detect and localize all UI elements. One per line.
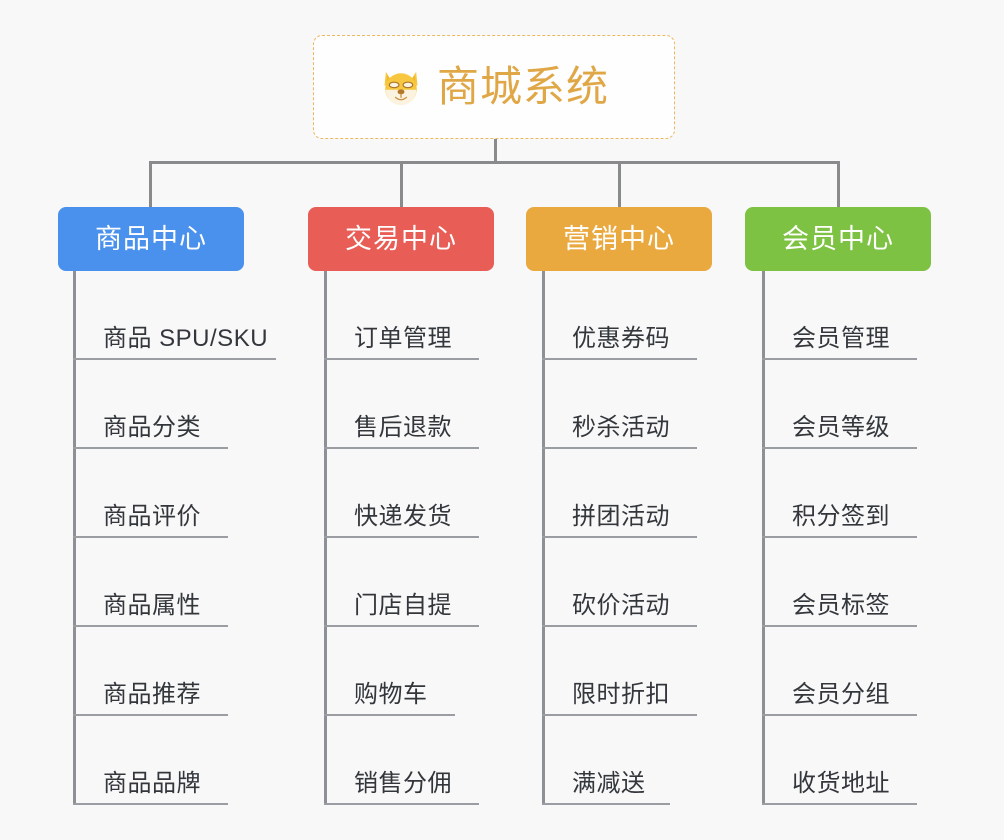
leaf-label: 会员分组 — [792, 681, 890, 709]
leaf-item[interactable]: 会员管理 — [762, 271, 917, 360]
leaf-label: 会员标签 — [792, 592, 890, 620]
leaf-label: 商品品牌 — [103, 770, 201, 798]
category-header-marketing-center[interactable]: 营销中心 — [526, 207, 712, 271]
category-label: 交易中心 — [345, 223, 457, 254]
leaf-label: 拼团活动 — [572, 503, 670, 531]
leaf-spine — [762, 271, 765, 805]
leaf-label: 收货地址 — [792, 770, 890, 798]
leaf-label: 砍价活动 — [572, 592, 670, 620]
leaf-item[interactable]: 拼团活动 — [542, 449, 697, 538]
leaf-label: 限时折扣 — [572, 681, 670, 709]
leaf-item[interactable]: 商品属性 — [73, 538, 228, 627]
leaf-item[interactable]: 订单管理 — [324, 271, 479, 360]
leaf-label: 快递发货 — [354, 503, 452, 531]
leaf-item[interactable]: 销售分佣 — [324, 716, 479, 805]
leaf-item[interactable]: 秒杀活动 — [542, 360, 697, 449]
dog-face-icon — [384, 71, 418, 106]
leaf-label: 会员管理 — [792, 325, 890, 353]
category-header-member-center[interactable]: 会员中心 — [745, 207, 931, 271]
leaf-item[interactable]: 购物车 — [324, 627, 455, 716]
leaf-item[interactable]: 收货地址 — [762, 716, 917, 805]
leaf-spine — [324, 271, 327, 805]
leaf-item[interactable]: 商品 SPU/SKU — [73, 271, 276, 360]
leaf-label: 商品推荐 — [103, 681, 201, 709]
leaf-label: 会员等级 — [792, 414, 890, 442]
leaf-item[interactable]: 会员分组 — [762, 627, 917, 716]
leaf-spine — [542, 271, 545, 805]
leaf-label: 售后退款 — [354, 414, 452, 442]
root-title: 商城系统 — [436, 63, 609, 110]
leaf-label: 商品评价 — [103, 503, 201, 531]
leaf-item[interactable]: 积分签到 — [762, 449, 917, 538]
connector-drop-trade — [400, 161, 403, 208]
leaf-item[interactable]: 优惠券码 — [542, 271, 697, 360]
leaf-label: 购物车 — [354, 681, 428, 709]
leaf-item[interactable]: 会员等级 — [762, 360, 917, 449]
leaf-label: 商品分类 — [103, 414, 201, 442]
leaf-item[interactable]: 商品评价 — [73, 449, 228, 538]
leaf-label: 订单管理 — [354, 325, 452, 353]
category-label: 营销中心 — [563, 223, 675, 254]
leaf-label: 门店自提 — [354, 592, 452, 620]
leaf-item[interactable]: 砍价活动 — [542, 538, 697, 627]
leaf-item[interactable]: 限时折扣 — [542, 627, 697, 716]
leaf-label: 优惠券码 — [572, 325, 670, 353]
connector-drop-marketing — [618, 161, 621, 208]
leaf-item[interactable]: 商品推荐 — [73, 627, 228, 716]
category-label: 会员中心 — [782, 223, 894, 254]
leaf-label: 商品 SPU/SKU — [103, 325, 269, 353]
leaf-item[interactable]: 门店自提 — [324, 538, 479, 627]
leaf-item[interactable]: 满减送 — [542, 716, 670, 805]
category-header-trade-center[interactable]: 交易中心 — [308, 207, 494, 271]
category-header-product-center[interactable]: 商品中心 — [58, 207, 244, 271]
leaf-label: 商品属性 — [103, 592, 201, 620]
leaf-item[interactable]: 会员标签 — [762, 538, 917, 627]
root-node[interactable]: 商城系统 — [313, 35, 675, 139]
leaf-label: 秒杀活动 — [572, 414, 670, 442]
connector-drop-member — [837, 161, 840, 208]
connector-root-stem — [494, 139, 497, 163]
leaf-item[interactable]: 快递发货 — [324, 449, 479, 538]
leaf-label: 销售分佣 — [354, 770, 452, 798]
category-label: 商品中心 — [95, 223, 207, 254]
leaf-item[interactable]: 商品分类 — [73, 360, 228, 449]
leaf-item[interactable]: 商品品牌 — [73, 716, 228, 805]
leaf-item[interactable]: 售后退款 — [324, 360, 479, 449]
connector-horizontal-bus — [150, 161, 840, 164]
leaf-label: 积分签到 — [792, 503, 890, 531]
leaf-label: 满减送 — [572, 770, 646, 798]
leaf-spine — [73, 271, 76, 805]
connector-drop-product — [149, 161, 152, 208]
